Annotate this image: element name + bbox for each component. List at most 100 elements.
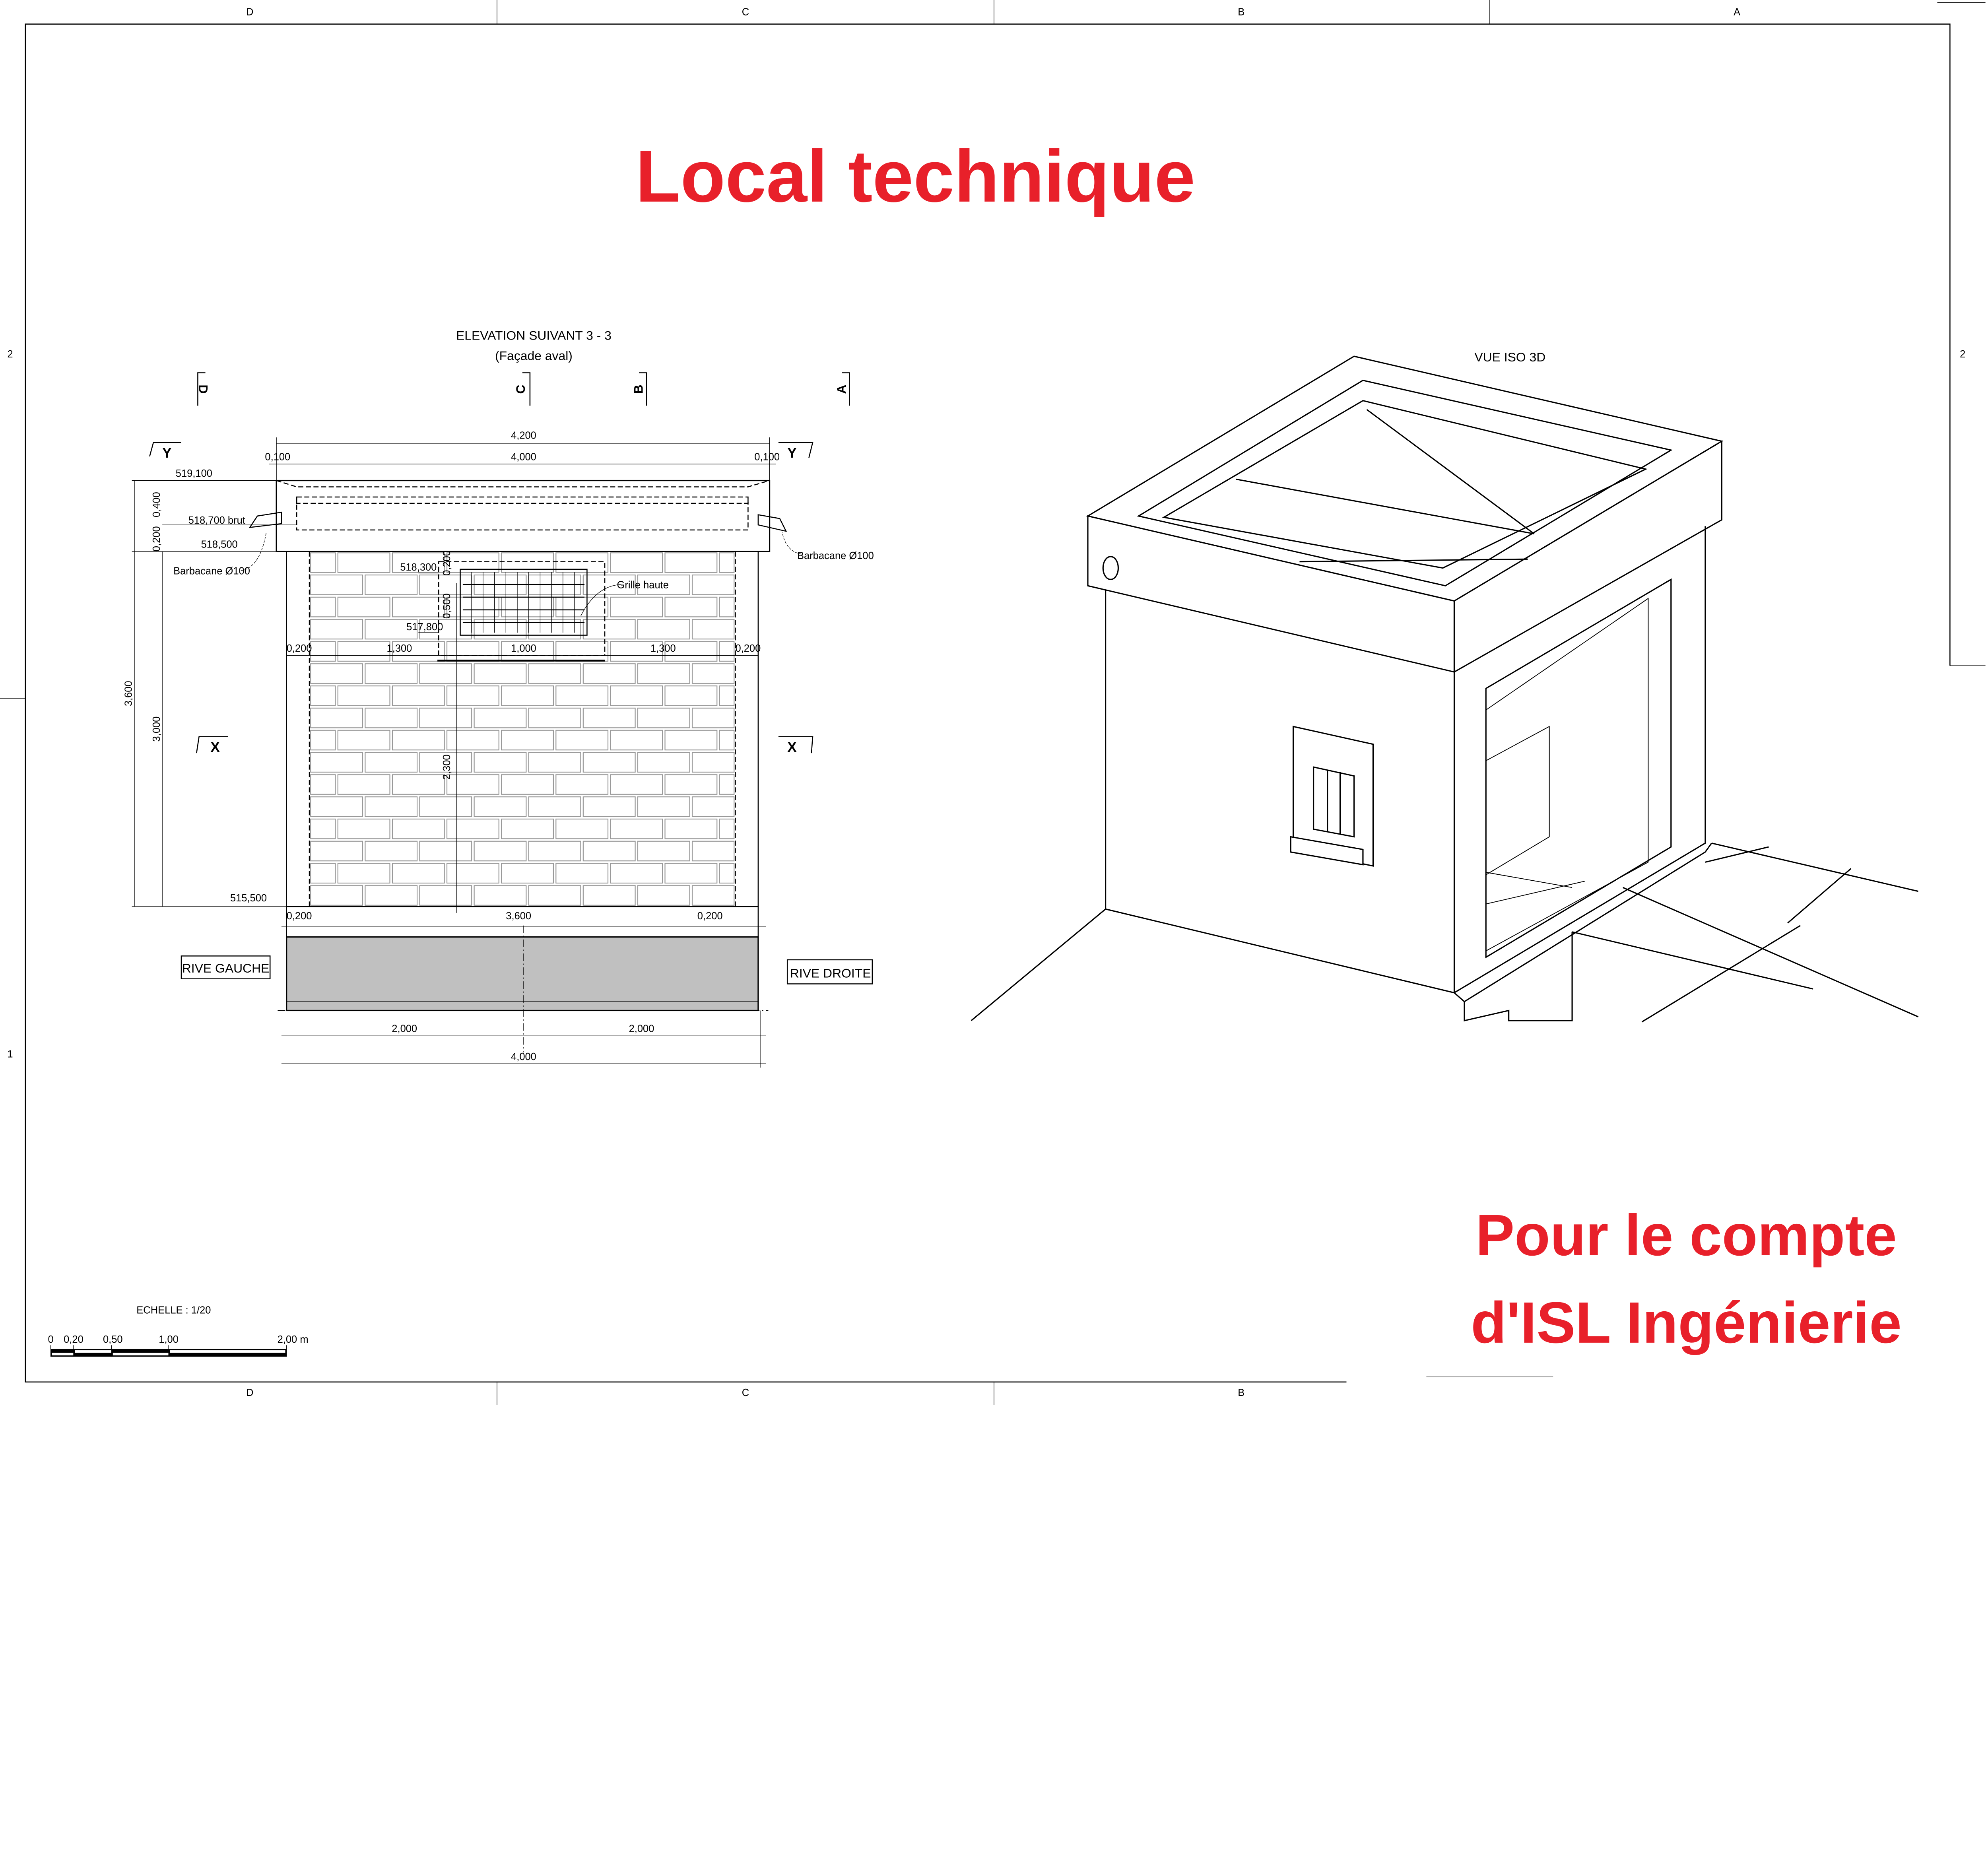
brick xyxy=(310,774,336,795)
brick xyxy=(555,685,609,706)
footer-note-line-2: d'ISL Ingénierie xyxy=(1471,1290,1902,1355)
brick xyxy=(582,707,636,728)
frame-row-label: 2 xyxy=(7,349,13,360)
dim-half-left: 2,000 xyxy=(392,1023,417,1035)
level-roof-under: 518,500 xyxy=(201,539,238,550)
page-title: Local technique xyxy=(635,136,1195,217)
brick xyxy=(310,641,336,662)
brick xyxy=(310,619,363,640)
brick xyxy=(501,774,554,795)
dim-h-total: 3,600 xyxy=(123,681,134,706)
ground-slab xyxy=(286,936,759,1012)
brick xyxy=(310,685,336,706)
brick xyxy=(691,574,735,595)
scale-tick-label: 0 xyxy=(48,1334,53,1345)
brick xyxy=(637,574,690,595)
brick xyxy=(474,663,527,684)
brick xyxy=(310,818,336,839)
scale-tick-label: 1,00 xyxy=(159,1334,179,1345)
brick xyxy=(337,818,390,839)
wall-outline xyxy=(286,551,759,907)
brick xyxy=(501,685,554,706)
dim-base-total: 4,000 xyxy=(511,1051,536,1062)
dim-h-grille: 0,500 xyxy=(441,593,452,619)
cut-mark-x-left: X xyxy=(210,740,220,755)
brick xyxy=(528,796,581,817)
brick xyxy=(474,841,527,862)
brick xyxy=(474,752,527,773)
brick xyxy=(365,574,418,595)
brick xyxy=(392,774,445,795)
brick xyxy=(310,596,336,617)
elevation-subtitle: (Façade aval) xyxy=(495,349,573,363)
brick xyxy=(446,552,499,573)
brick xyxy=(582,752,636,773)
brick xyxy=(365,885,418,906)
level-ground: 515,500 xyxy=(230,893,267,904)
dim-inner-top: 4,000 xyxy=(511,452,536,463)
frame-column-label: A xyxy=(1734,6,1740,17)
brick xyxy=(392,685,445,706)
brick xyxy=(664,596,718,617)
brick xyxy=(719,818,735,839)
brick xyxy=(664,552,718,573)
dim-edge-left: 0,100 xyxy=(265,452,290,463)
brick xyxy=(501,596,554,617)
brick xyxy=(419,707,472,728)
brick xyxy=(310,552,336,573)
brick xyxy=(528,752,581,773)
cut-mark-y-left: Y xyxy=(162,445,171,461)
brick xyxy=(637,707,690,728)
brick xyxy=(310,841,363,862)
brick xyxy=(419,885,472,906)
frame-column-label: B xyxy=(1238,6,1244,17)
brick xyxy=(637,841,690,862)
drawing-sheet: D C B A D C B 2 2 1 Local technique Pour… xyxy=(0,0,1986,1405)
scale-tick-label: 0,50 xyxy=(103,1334,123,1345)
brick xyxy=(610,552,663,573)
dim-base-right: 0,200 xyxy=(697,911,723,922)
brick xyxy=(664,818,718,839)
brick xyxy=(392,818,445,839)
rive-droite-label: RIVE DROITE xyxy=(790,966,871,980)
brick xyxy=(719,774,735,795)
brick xyxy=(337,641,390,662)
note-barbacane-right: Barbacane Ø100 xyxy=(797,550,874,561)
dim-h-roof: 0,400 xyxy=(151,492,162,517)
brick xyxy=(365,841,418,862)
brick xyxy=(337,685,390,706)
brick xyxy=(310,707,363,728)
section-mark-a: A xyxy=(834,384,848,394)
brick xyxy=(392,596,445,617)
brick xyxy=(691,841,735,862)
brick xyxy=(610,596,663,617)
rive-gauche-box xyxy=(181,955,271,980)
footer-note-line-1: Pour le compte xyxy=(1475,1203,1897,1268)
dim-base-left: 0,200 xyxy=(287,911,312,922)
cut-mark-y-right: Y xyxy=(787,445,796,461)
roof-slab xyxy=(276,480,771,552)
brick xyxy=(310,796,363,817)
brick xyxy=(310,663,363,684)
section-mark-b: B xyxy=(631,384,646,394)
brick xyxy=(555,641,609,662)
brick xyxy=(310,574,363,595)
brick xyxy=(310,885,363,906)
brick xyxy=(365,707,418,728)
brick xyxy=(365,752,418,773)
dim-overall-top: 4,200 xyxy=(511,430,536,441)
brick xyxy=(610,685,663,706)
frame-row-label: 1 xyxy=(7,1048,13,1060)
barbacane-right xyxy=(757,514,787,532)
dim-w-mid-right: 1,300 xyxy=(650,643,676,654)
iso-title: VUE ISO 3D xyxy=(1474,350,1545,364)
brick xyxy=(719,552,735,573)
brick xyxy=(365,619,418,640)
dim-h-wall: 3,000 xyxy=(151,716,162,742)
frame-column-label: C xyxy=(742,1387,749,1398)
brick xyxy=(555,774,609,795)
frame-column-label: C xyxy=(742,6,749,17)
brick xyxy=(337,774,390,795)
brick xyxy=(446,863,499,884)
brick xyxy=(474,707,527,728)
